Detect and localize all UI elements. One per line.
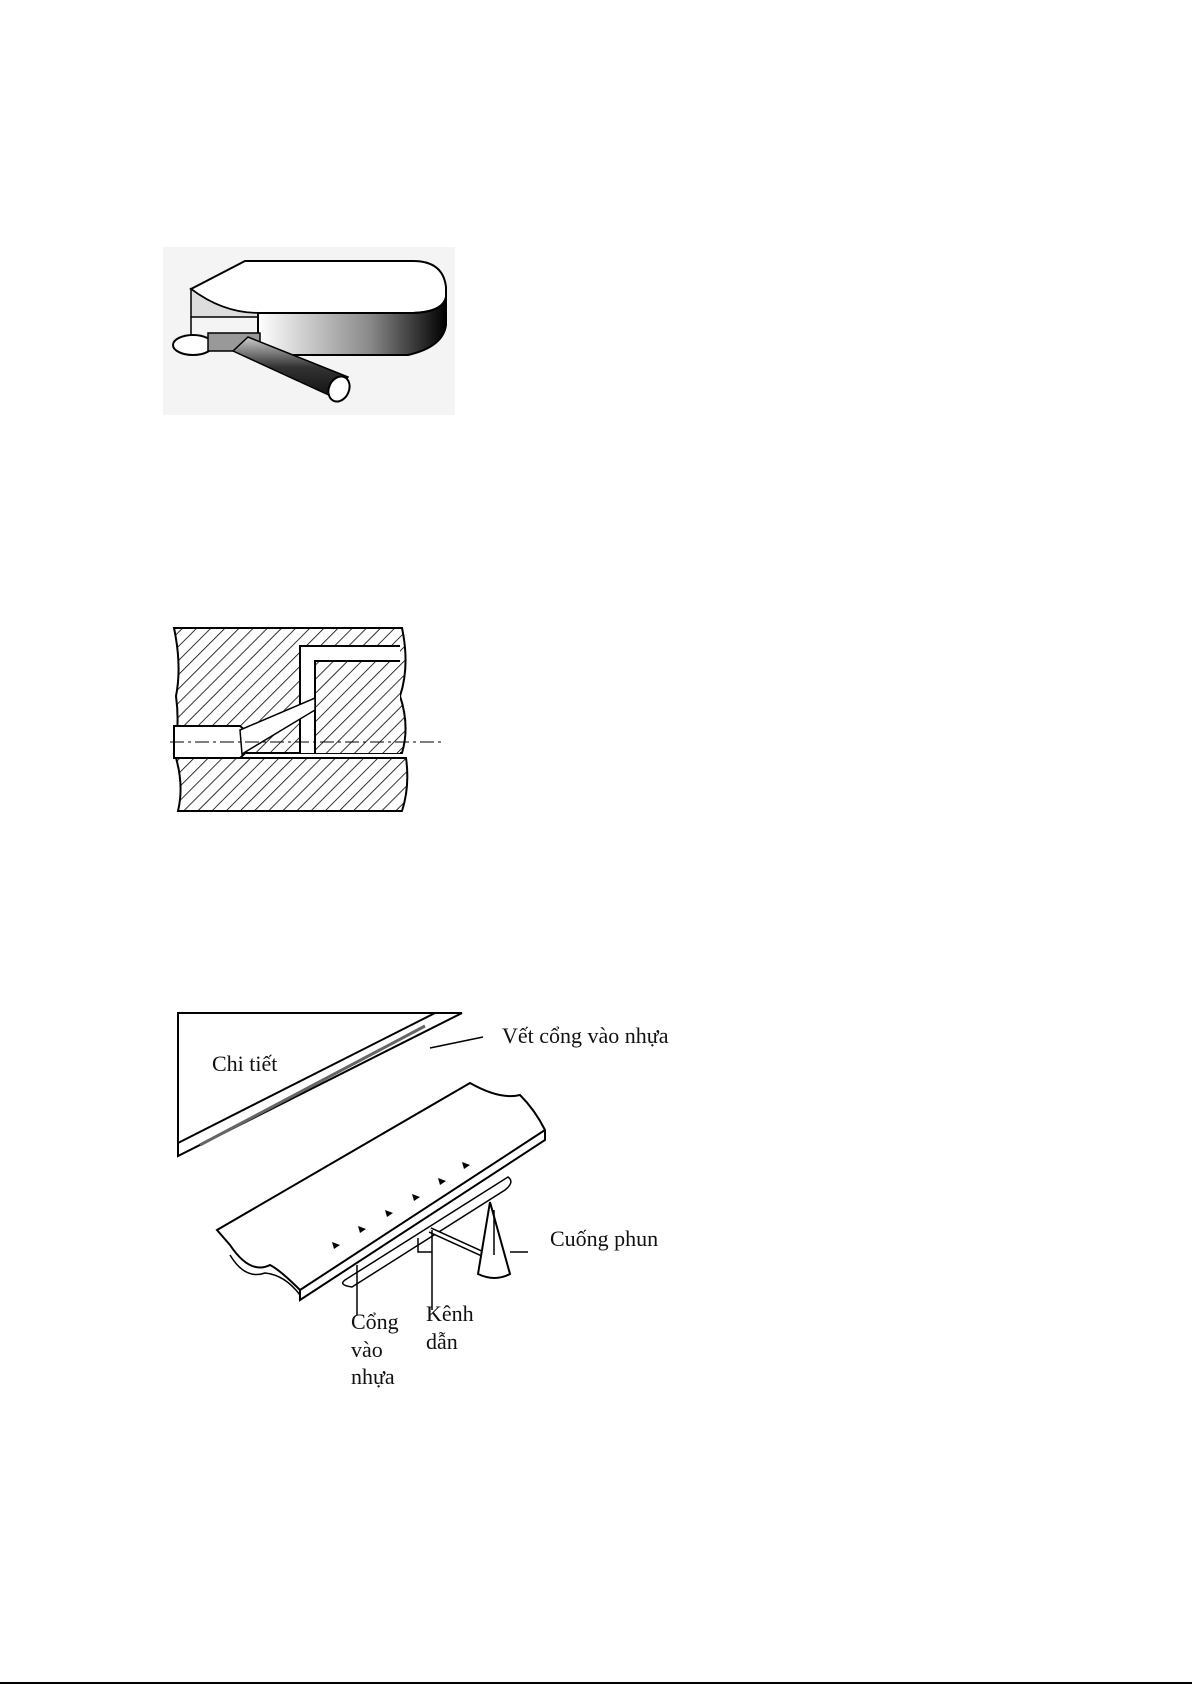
label-gate-line1: Cổng [351, 1309, 399, 1334]
label-sprue: Cuống phun [550, 1226, 659, 1251]
label-gate-line2: vào [351, 1336, 383, 1362]
label-runner-line1: Kênh [426, 1301, 474, 1326]
page-bottom-rule [0, 1682, 1192, 1684]
label-gate-line3: nhựa [351, 1364, 395, 1389]
label-part: Chi tiết [212, 1051, 278, 1076]
label-gate-mark: Vết cổng vào nhựa [502, 1023, 669, 1048]
edge-gate-3d-figure [163, 247, 455, 415]
label-runner-line2: dẫn [426, 1328, 458, 1354]
tunnel-gate-section-figure [170, 627, 445, 812]
film-gate-figure [177, 1012, 546, 1315]
label-gate: Cổng vào nhựa [351, 1308, 399, 1391]
label-runner: Kênh dẫn [426, 1300, 474, 1355]
